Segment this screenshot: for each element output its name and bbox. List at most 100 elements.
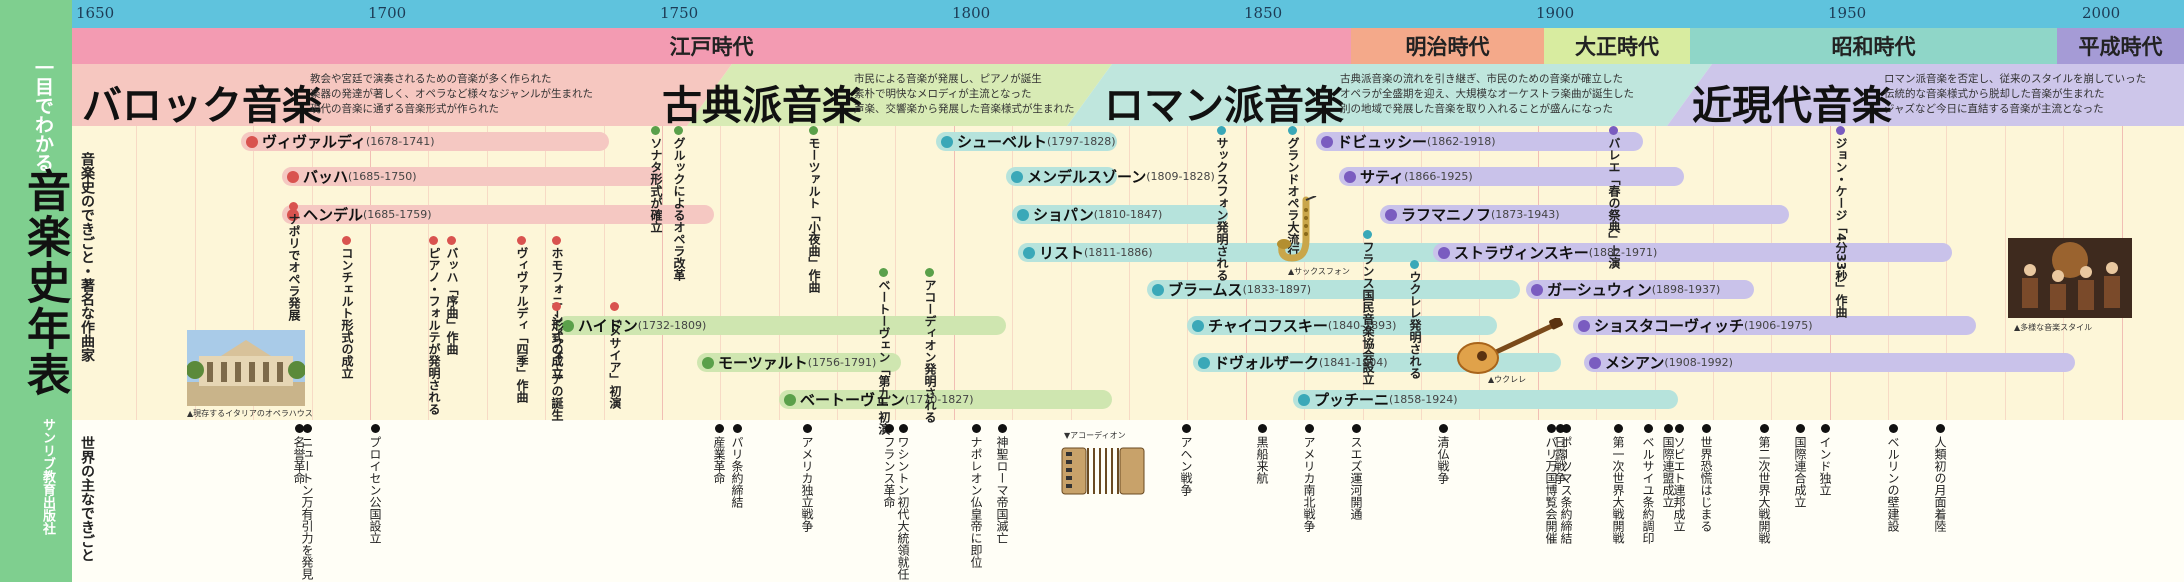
style-baroque-desc: 教会や宮廷で演奏されるための音楽が多く作られた楽器の発達が著しく、オペラなど様々… xyxy=(310,73,593,115)
event-text: 黒船来航 xyxy=(1255,436,1269,484)
sidebar xyxy=(0,0,72,582)
composer-bar: メンデルスゾーン(1809-1828) xyxy=(1006,167,1215,186)
composer-name: バッハ xyxy=(303,168,349,186)
year-label: 1800 xyxy=(952,4,991,22)
opera-house-caption: ▲現存するイタリアのオペラハウス xyxy=(187,409,313,418)
event-text: 産業革命 xyxy=(712,436,726,484)
composer-bar: シューベルト(1797-1828) xyxy=(936,132,1117,151)
grid-line xyxy=(604,126,605,420)
composer-name: プッチーニ xyxy=(1314,391,1390,409)
event-dot xyxy=(1288,126,1297,135)
style-classical: 古典派音楽 xyxy=(662,82,862,129)
year-label: 1900 xyxy=(1536,4,1575,22)
composer-years: (1840-1893) xyxy=(1327,319,1397,332)
composer-years: (1882-1971) xyxy=(1588,246,1658,259)
event-text: パリ条約締結 xyxy=(730,436,744,508)
event-text: スエズ運河開通 xyxy=(1349,436,1363,520)
style-romantic: ロマン派音楽 xyxy=(1104,82,1344,129)
world-event: 清仏戦争 xyxy=(1436,424,1450,484)
music-event: サックスフォン発明される xyxy=(1214,126,1229,281)
ukulele-illustration xyxy=(1457,318,1563,374)
composer-bar: プッチーニ(1858-1924) xyxy=(1293,390,1678,409)
composer-name: シューベルト xyxy=(957,133,1048,151)
event-text: 日露戦争 xyxy=(1553,436,1567,484)
event-dot xyxy=(651,126,660,135)
event-dot xyxy=(370,424,380,433)
grid-line xyxy=(428,126,429,420)
composer-years: (1873-1943) xyxy=(1491,208,1560,221)
composer-name: ベートーヴェン xyxy=(800,391,906,409)
music-event: ヴィヴァルディ「四季」作曲 xyxy=(514,236,529,403)
composer-name: ドヴォルザーク xyxy=(1214,354,1320,372)
music-event: シンフォニアの誕生 xyxy=(549,302,564,421)
event-text: 第一次世界大戦開戦 xyxy=(1611,436,1625,544)
era-0: 江戸時代 xyxy=(72,28,1351,64)
music-event: フランス国民音楽協会設立 xyxy=(1360,230,1375,385)
event-text: プロイセン公国設立 xyxy=(368,436,382,544)
event-text: ニュートン万有引力を発見 xyxy=(300,436,314,580)
event-dot xyxy=(898,424,908,433)
composer-name: モーツァルト xyxy=(718,354,808,372)
band-photo xyxy=(2008,238,2132,318)
composer-dot xyxy=(1578,319,1590,332)
event-text: パリ万国博覧会開催 xyxy=(1544,436,1558,544)
event-dot xyxy=(1674,424,1684,433)
event-dot xyxy=(552,236,561,245)
event-text: アヘン戦争 xyxy=(1179,436,1193,496)
era-4: 平成時代 xyxy=(2057,28,2184,64)
music-event: ベートーヴェン「第九」初演 xyxy=(876,268,891,435)
composer-name: ドビュッシー xyxy=(1337,133,1428,151)
saxophone-illustration xyxy=(1277,196,1317,262)
composer-years: (1809-1828) xyxy=(1146,170,1215,183)
grid-line xyxy=(253,126,254,420)
event-dot xyxy=(342,236,351,245)
grid-line xyxy=(1596,126,1597,420)
composer-dot xyxy=(784,393,796,406)
composer-name: メシアン xyxy=(1605,354,1665,372)
grid-line xyxy=(1421,126,1422,420)
world-events-panel xyxy=(72,420,2184,582)
world-event: 第二次世界大戦開戦 xyxy=(1757,424,1771,544)
ukulele-caption: ▲ウクレレ xyxy=(1488,375,1527,384)
event-text: アメリカ独立戦争 xyxy=(800,436,814,532)
music-event: ナポリでオペラ発展 xyxy=(286,202,301,321)
composer-name: ストラヴィンスキー xyxy=(1454,244,1589,262)
composer-dot xyxy=(1344,170,1356,183)
event-dot xyxy=(1888,424,1898,433)
event-dot xyxy=(429,236,438,245)
event-dot xyxy=(714,424,724,433)
world-event: 国際連合成立 xyxy=(1793,424,1807,508)
composer-bar: ベートーヴェン(1770-1827) xyxy=(779,390,1112,409)
year-label: 1650 xyxy=(76,4,115,22)
event-text: ベルサイユ条約調印 xyxy=(1641,436,1655,544)
event-text: ワシントン初代大統領就任 xyxy=(896,436,910,580)
composer-dot xyxy=(1198,356,1210,369)
music-event: ホモフォニー形式の成立 xyxy=(549,236,564,379)
composer-bar: サティ(1866-1925) xyxy=(1339,167,1684,186)
music-event: バッハ「序曲」作曲 xyxy=(444,236,459,355)
composer-bar: ショスタコーヴィッチ(1906-1975) xyxy=(1573,316,1976,335)
event-text: シンフォニアの誕生 xyxy=(550,313,564,421)
music-event: 「メサイア」初演 xyxy=(607,302,622,409)
event-text: 国際連盟成立 xyxy=(1661,436,1675,508)
music-event: グランドオペラ大流行 xyxy=(1285,126,1300,257)
composer-dot xyxy=(287,208,299,221)
grid-line xyxy=(1304,126,1305,420)
year-label: 1700 xyxy=(368,4,407,22)
event-dot xyxy=(517,236,526,245)
event-text: ベルリンの壁建設 xyxy=(1886,436,1900,532)
event-text: 世界恐慌はじまる xyxy=(1699,436,1713,532)
style-banner-shapes xyxy=(72,64,2184,126)
grid-line xyxy=(1713,126,1714,420)
event-dot xyxy=(1181,424,1191,433)
event-text: サックスフォン発明される xyxy=(1215,137,1229,281)
event-text: 神聖ローマ帝国滅亡 xyxy=(995,436,1009,544)
music-event: アコーディオン発明される xyxy=(922,268,937,423)
world-event: 神聖ローマ帝国滅亡 xyxy=(995,424,1009,544)
composer-dot xyxy=(1023,246,1035,259)
event-text: バレエ「春の祭典」上演 xyxy=(1607,137,1621,269)
event-text: 名誉革命 xyxy=(292,436,306,484)
event-text: ソナタ形式が確立 xyxy=(649,137,663,233)
composer-name: ブラームス xyxy=(1168,281,1243,299)
event-dot xyxy=(1257,424,1267,433)
